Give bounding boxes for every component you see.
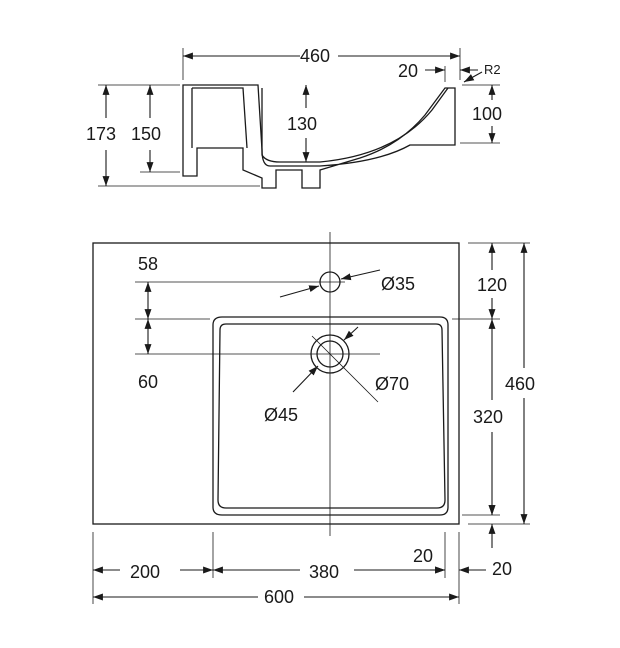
dim-total-width: 600 bbox=[264, 587, 294, 607]
dim-depth-front: 120 bbox=[477, 275, 507, 295]
dim-rim-height: 100 bbox=[472, 104, 502, 124]
top-view: Ø35 Ø70 Ø45 58 60 120 320 460 bbox=[92, 232, 535, 607]
dim-radius: R2 bbox=[484, 62, 501, 77]
dim-drain-offset: 60 bbox=[138, 372, 158, 392]
dim-tap-hole: Ø35 bbox=[381, 274, 415, 294]
dim-right-margin: 20 bbox=[413, 546, 433, 566]
side-profile bbox=[182, 84, 456, 189]
dim-drain-inner: Ø45 bbox=[264, 405, 298, 425]
dim-left-shelf: 200 bbox=[130, 562, 160, 582]
dim-drain-outer: Ø70 bbox=[375, 374, 409, 394]
side-view: 460 20 R2 173 150 130 100 bbox=[86, 46, 502, 189]
slab-outline bbox=[92, 242, 460, 525]
basin-outer bbox=[212, 316, 449, 516]
dim-height-body: 150 bbox=[131, 124, 161, 144]
dim-tap-offset-top: 58 bbox=[138, 254, 158, 274]
side-inner-wall bbox=[191, 87, 248, 149]
dim-rear-margin: 20 bbox=[492, 559, 512, 579]
dim-basin-width: 380 bbox=[309, 562, 339, 582]
dim-overall-width: 460 bbox=[300, 46, 330, 66]
dim-depth-total: 460 bbox=[505, 374, 535, 394]
dim-basin-depth: 320 bbox=[473, 407, 503, 427]
dim-height-overall: 173 bbox=[86, 124, 116, 144]
dim-rim-width: 20 bbox=[398, 61, 418, 81]
side-bowl-curve bbox=[261, 87, 449, 163]
dim-bowl-depth: 130 bbox=[287, 114, 317, 134]
basin-inner bbox=[217, 323, 446, 509]
